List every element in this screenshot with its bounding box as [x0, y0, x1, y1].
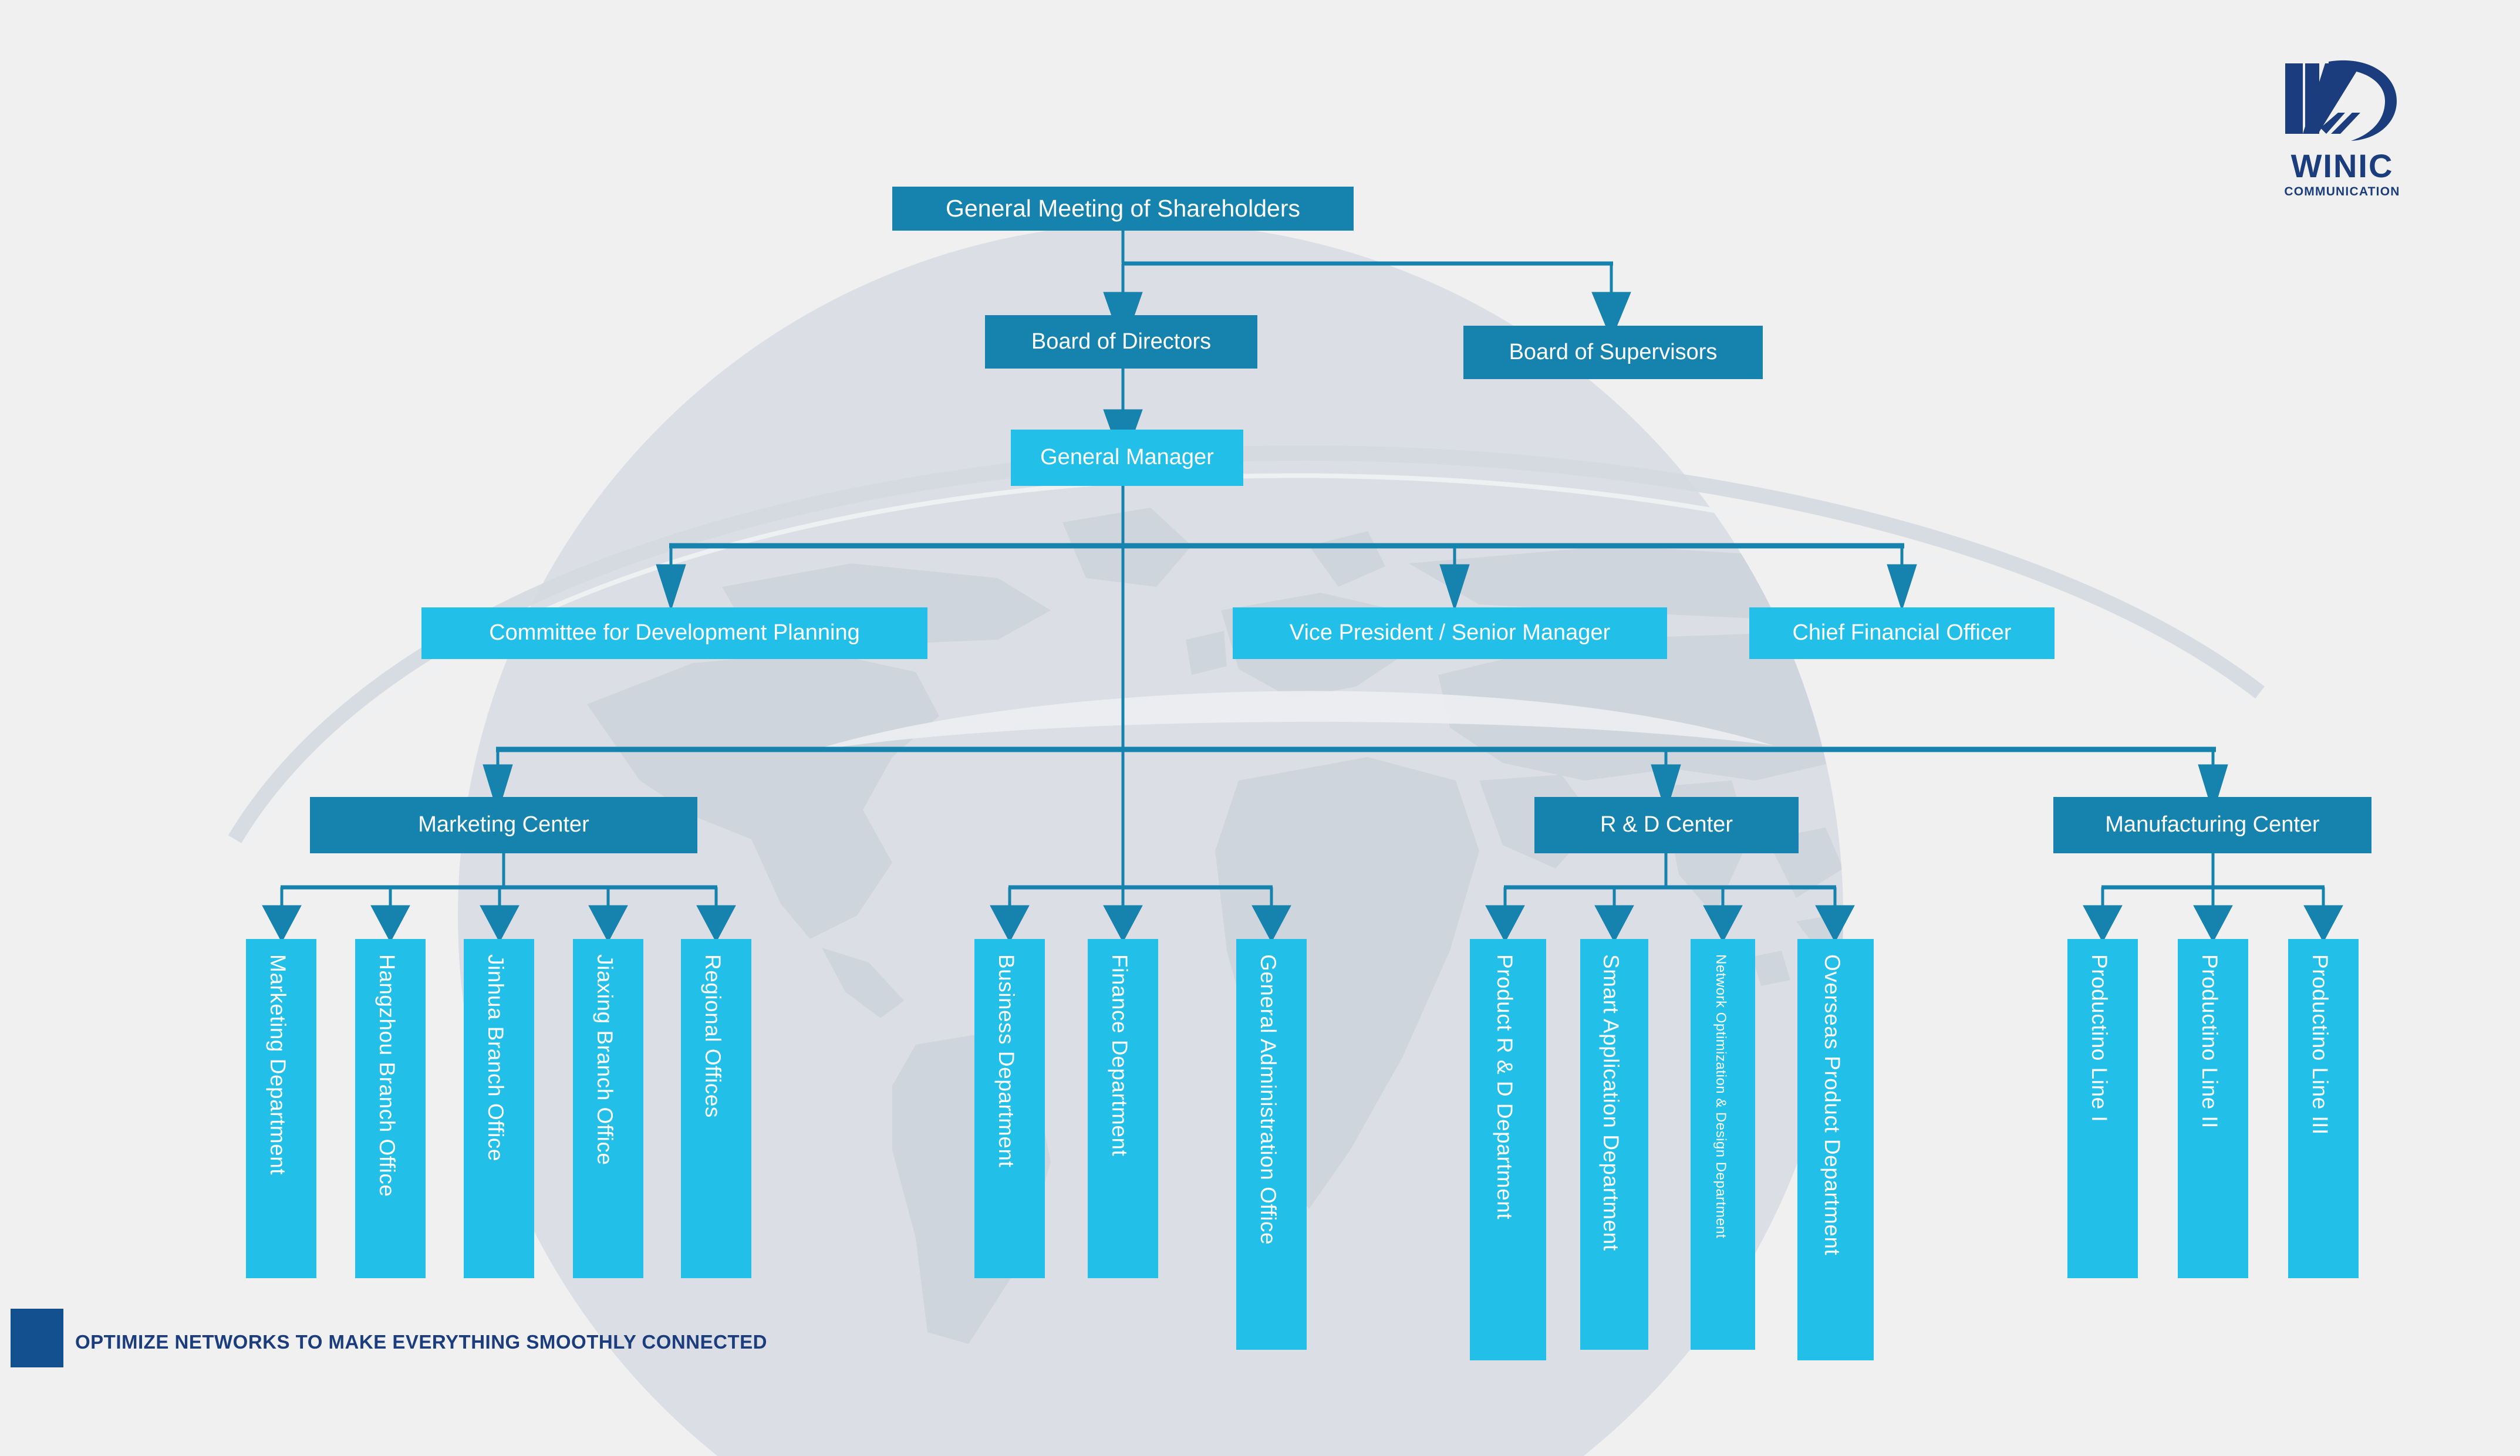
node-vice-president-senior-manager[interactable]: Vice President / Senior Manager	[1233, 607, 1667, 659]
node-label: Vice President / Senior Manager	[1289, 620, 1611, 646]
node-label: R & D Center	[1600, 812, 1733, 837]
brand-logo: WINIC COMMUNICATION	[2257, 59, 2427, 205]
node-marketing-department[interactable]: Marketing Department	[246, 939, 316, 1278]
node-board-of-supervisors[interactable]: Board of Supervisors	[1463, 326, 1763, 379]
node-productino-line-3[interactable]: Productino Line III	[2288, 939, 2359, 1278]
node-label: Product R & D Department	[1493, 954, 1517, 1220]
node-general-manager[interactable]: General Manager	[1011, 430, 1243, 486]
node-label: General Meeting of Shareholders	[946, 194, 1300, 222]
node-general-administration-office[interactable]: General Administration Office	[1236, 939, 1307, 1350]
node-network-optimization-design-department[interactable]: Network Optimization & Design Department	[1691, 939, 1755, 1350]
node-label: Business Department	[994, 954, 1018, 1168]
node-label: Board of Directors	[1031, 329, 1212, 354]
node-regional-offices[interactable]: Regional Offices	[681, 939, 751, 1278]
node-rd-center[interactable]: R & D Center	[1534, 797, 1799, 853]
node-general-meeting-of-shareholders[interactable]: General Meeting of Shareholders	[892, 187, 1354, 231]
node-label: Jinhua Branch Office	[484, 954, 508, 1161]
node-finance-department[interactable]: Finance Department	[1088, 939, 1158, 1278]
node-label: Overseas Product Department	[1820, 954, 1844, 1256]
node-label: Chief Financial Officer	[1792, 620, 2012, 646]
node-label: Committee for Development Planning	[489, 620, 860, 646]
node-productino-line-2[interactable]: Productino Line II	[2178, 939, 2248, 1278]
winic-monogram-icon	[2285, 60, 2397, 141]
node-label: Marketing Center	[418, 812, 589, 837]
node-label: Manufacturing Center	[2105, 812, 2320, 837]
brand-name: WINIC	[2290, 147, 2394, 184]
node-label: Productino Line III	[2308, 954, 2332, 1135]
node-hangzhou-branch-office[interactable]: Hangzhou Branch Office	[355, 939, 426, 1278]
node-label: Smart Application Department	[1599, 954, 1623, 1251]
node-label: Network Optimization & Design Department	[1713, 954, 1729, 1239]
node-jinhua-branch-office[interactable]: Jinhua Branch Office	[464, 939, 534, 1278]
node-label: Finance Department	[1108, 954, 1132, 1157]
node-label: General Administration Office	[1256, 954, 1280, 1245]
node-productino-line-1[interactable]: Productino Line I	[2067, 939, 2138, 1278]
node-label: Jiaxing Branch Office	[593, 954, 617, 1166]
node-overseas-product-department[interactable]: Overseas Product Department	[1797, 939, 1874, 1360]
footer-tagline: OPTIMIZE NETWORKS TO MAKE EVERYTHING SMO…	[75, 1331, 767, 1353]
node-chief-financial-officer[interactable]: Chief Financial Officer	[1749, 607, 2055, 659]
node-label: Hangzhou Branch Office	[375, 954, 399, 1197]
node-jiaxing-branch-office[interactable]: Jiaxing Branch Office	[573, 939, 643, 1278]
node-label: Regional Offices	[701, 954, 725, 1118]
node-product-rd-department[interactable]: Product R & D Department	[1470, 939, 1546, 1360]
node-label: Productino Line II	[2198, 954, 2222, 1129]
footer-accent-bar	[11, 1309, 63, 1367]
node-smart-application-department[interactable]: Smart Application Department	[1580, 939, 1648, 1350]
node-label: Board of Supervisors	[1509, 339, 1718, 364]
node-committee-for-development-planning[interactable]: Committee for Development Planning	[421, 607, 927, 659]
node-label: General Manager	[1040, 445, 1214, 470]
node-marketing-center[interactable]: Marketing Center	[310, 797, 697, 853]
node-board-of-directors[interactable]: Board of Directors	[985, 315, 1257, 369]
node-label: Productino Line I	[2087, 954, 2111, 1123]
node-label: Marketing Department	[266, 954, 290, 1175]
node-business-department[interactable]: Business Department	[974, 939, 1045, 1278]
brand-subtitle: COMMUNICATION	[2284, 185, 2400, 198]
node-manufacturing-center[interactable]: Manufacturing Center	[2053, 797, 2371, 853]
